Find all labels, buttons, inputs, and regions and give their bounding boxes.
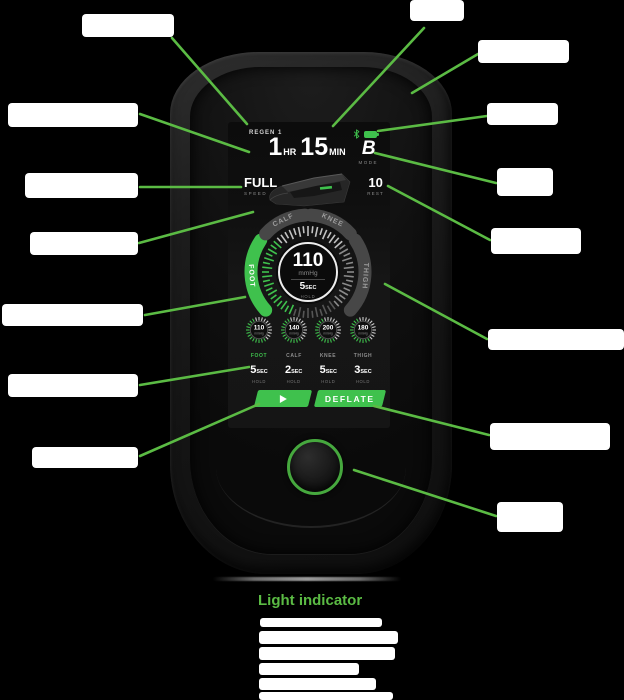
play-button[interactable] xyxy=(253,390,313,407)
callout-label-blob-session-timer xyxy=(410,0,464,21)
brand-letter: B xyxy=(361,138,376,159)
gauge-divider xyxy=(291,279,325,280)
timer-hours: 1 xyxy=(268,133,283,161)
gauge-zone-arc-label: FOOT xyxy=(247,264,256,288)
rest-readout: 10 REST xyxy=(367,175,384,197)
ground-shadow xyxy=(213,577,401,581)
footer-text-blob-4 xyxy=(259,663,359,675)
gauge-hold: 5SEC xyxy=(280,282,336,293)
svg-text:mmHg: mmHg xyxy=(358,332,368,336)
timer-minutes: 15 xyxy=(300,133,329,161)
callout-label-blob-boot-graphic xyxy=(30,232,138,255)
boot-graphic xyxy=(269,173,351,207)
callout-label-blob-hold-times xyxy=(8,374,138,397)
footer-text-blob-6 xyxy=(259,692,393,700)
callout-label-blob-mode-logo xyxy=(497,168,553,196)
gauge-hold-value: 5 xyxy=(299,281,306,292)
deflate-label: DEFLATE xyxy=(325,393,375,404)
speed-readout: FULL SPEED xyxy=(244,175,278,197)
footer-text-blob-5 xyxy=(259,678,376,690)
svg-text:mmHg: mmHg xyxy=(289,332,299,336)
svg-text:THIGH: THIGH xyxy=(354,353,373,359)
gauge-zone-arc-label: THIGH xyxy=(360,262,369,289)
callout-label-blob-deflate-button xyxy=(490,423,610,450)
footer-text-blob-1 xyxy=(260,618,382,627)
bluetooth-icon xyxy=(353,129,360,139)
timer-hours-unit: HR xyxy=(283,147,297,157)
battery-icon xyxy=(364,130,379,138)
callout-label-blob-rest-readout xyxy=(491,228,581,254)
svg-text:110: 110 xyxy=(254,325,265,332)
callout-label-blob-status-icons xyxy=(487,103,558,125)
footer-text-blob-3 xyxy=(259,647,395,660)
callout-label-blob-gauge-right xyxy=(488,329,624,350)
session-timer: 1 HR 15 MIN xyxy=(228,134,390,160)
device-body: REGEN 1 1 HR 15 MIN B MODE FULL SPEED xyxy=(170,52,452,574)
gauge-unit: mmHg xyxy=(298,270,318,277)
svg-text:180: 180 xyxy=(358,325,369,332)
footer-text-blob-2 xyxy=(259,631,398,644)
mode-logo: B MODE xyxy=(359,139,379,165)
gauge-hold-label: HOLD xyxy=(300,294,316,299)
mode-label: MODE xyxy=(358,160,378,165)
device-screen: REGEN 1 1 HR 15 MIN B MODE FULL SPEED xyxy=(228,122,390,428)
speed-label: SPEED xyxy=(244,191,268,196)
callout-label-blob-mode-name xyxy=(82,14,174,37)
rest-label: REST xyxy=(367,191,384,196)
play-icon xyxy=(279,394,287,403)
gauge-value: 110 xyxy=(292,250,324,271)
callout-label-blob-pressure-gauge xyxy=(2,304,143,326)
gauge-hold-unit: SEC xyxy=(305,285,317,291)
svg-text:mmHg: mmHg xyxy=(324,332,334,336)
svg-text:200: 200 xyxy=(323,325,334,332)
deflate-button[interactable]: DEFLATE xyxy=(313,390,387,407)
callout-label-blob-touch-screen xyxy=(8,103,138,127)
power-button[interactable] xyxy=(287,439,343,495)
gauge-center: 110 mmHg 5SEC HOLD xyxy=(278,242,338,302)
svg-text:CALF: CALF xyxy=(286,353,302,359)
status-icons xyxy=(353,129,379,139)
screen-buttons-row: DEFLATE xyxy=(253,390,387,407)
svg-text:KNEE: KNEE xyxy=(320,353,336,359)
callout-label-blob-screen-bezel xyxy=(478,40,569,63)
bezel-curve xyxy=(216,444,406,528)
svg-text:140: 140 xyxy=(288,325,299,332)
timer-minutes-unit: MIN xyxy=(329,147,346,157)
speed-value: FULL xyxy=(244,175,278,190)
mode-name: REGEN 1 xyxy=(249,130,283,136)
callout-label-blob-power-button xyxy=(497,502,563,532)
callout-label-blob-play-button xyxy=(32,447,138,468)
svg-text:FOOT: FOOT xyxy=(251,353,267,359)
svg-text:mmHg: mmHg xyxy=(254,332,264,336)
rest-value: 10 xyxy=(368,175,383,190)
callout-label-blob-speed-readout xyxy=(25,173,138,198)
footer-title: Light indicator xyxy=(258,592,363,609)
